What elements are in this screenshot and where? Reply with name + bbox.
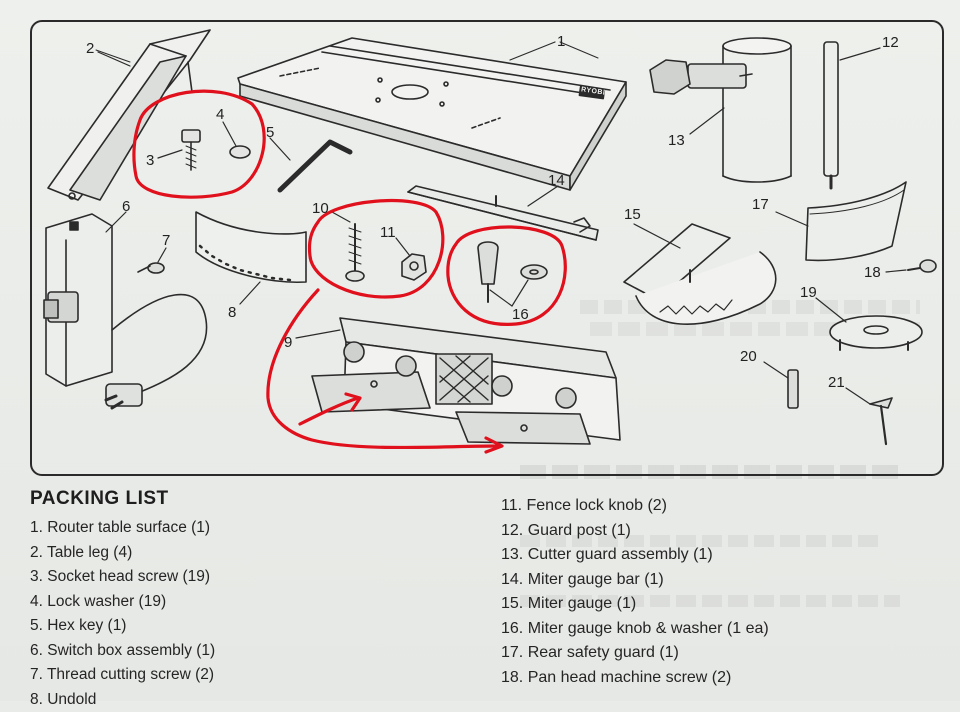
- guard-post: [824, 42, 838, 188]
- red-circle-miter-knob: [448, 227, 565, 324]
- switch-box-assembly: [44, 214, 207, 408]
- table-insert-plate: [830, 316, 922, 350]
- list-item: 11. Fence lock knob (2): [501, 494, 769, 519]
- callout-13: 13: [668, 132, 685, 149]
- router-table-surface: [238, 38, 626, 190]
- flat-head-screw: [870, 398, 892, 444]
- list-item: 17. Rear safety guard (1): [501, 641, 769, 666]
- fence-lock-knob: [402, 254, 426, 280]
- callout-6: 6: [122, 198, 130, 215]
- lock-washer: [230, 146, 250, 158]
- list-item: 13. Cutter guard assembly (1): [501, 543, 769, 568]
- carriage-bolt: [346, 224, 364, 281]
- callout-19: 19: [800, 284, 817, 301]
- red-circle-bolt-knob: [309, 201, 442, 297]
- list-item: 16. Miter gauge knob & washer (1 ea): [501, 617, 769, 642]
- fence-assembly: [312, 318, 620, 444]
- list-item: 7. Thread cutting screw (2): [30, 663, 215, 688]
- miter-gauge: [624, 224, 776, 324]
- spacer-post: [788, 370, 798, 408]
- hex-key: [280, 142, 350, 190]
- thread-cutting-screw: [138, 263, 164, 273]
- callout-12: 12: [882, 34, 899, 51]
- callout-5: 5: [266, 124, 274, 141]
- callout-4: 4: [216, 106, 224, 123]
- miter-gauge-knob-washer: [478, 242, 547, 302]
- list-item: 4. Lock washer (19): [30, 590, 215, 615]
- pan-head-machine-screw: [908, 260, 936, 272]
- callout-9: 9: [284, 334, 292, 351]
- callout-3: 3: [146, 152, 154, 169]
- list-item: 15. Miter gauge (1): [501, 592, 769, 617]
- rear-safety-guard: [806, 182, 906, 260]
- list-item: 14. Miter gauge bar (1): [501, 568, 769, 593]
- callout-7: 7: [162, 232, 170, 249]
- list-item: 5. Hex key (1): [30, 614, 215, 639]
- callout-14: 14: [548, 172, 565, 189]
- callout-20: 20: [740, 348, 757, 365]
- list-item: 3. Socket head screw (19): [30, 565, 215, 590]
- packing-list-left-column: 1. Router table surface (1) 2. Table leg…: [30, 516, 215, 712]
- callout-2: 2: [86, 40, 94, 57]
- callout-15: 15: [624, 206, 641, 223]
- callout-18: 18: [864, 264, 881, 281]
- callout-1: 1: [557, 33, 565, 50]
- callout-10: 10: [312, 200, 329, 217]
- socket-head-screw: [182, 130, 200, 170]
- callout-8: 8: [228, 304, 236, 321]
- callout-16: 16: [512, 306, 529, 323]
- list-item: 8. Undold: [30, 688, 215, 712]
- callout-11: 11: [380, 224, 396, 241]
- list-item: 2. Table leg (4): [30, 541, 215, 566]
- callout-21: 21: [828, 374, 845, 391]
- list-item: 6. Switch box assembly (1): [30, 639, 215, 664]
- list-item: 1. Router table surface (1): [30, 516, 215, 541]
- packing-list-title: PACKING LIST: [30, 488, 169, 510]
- list-item: 12. Guard post (1): [501, 519, 769, 544]
- table-leg: [48, 30, 210, 200]
- list-item: 18. Pan head machine screw (2): [501, 666, 769, 691]
- packing-list-right-column: 11. Fence lock knob (2) 12. Guard post (…: [501, 494, 769, 690]
- callout-17: 17: [752, 196, 769, 213]
